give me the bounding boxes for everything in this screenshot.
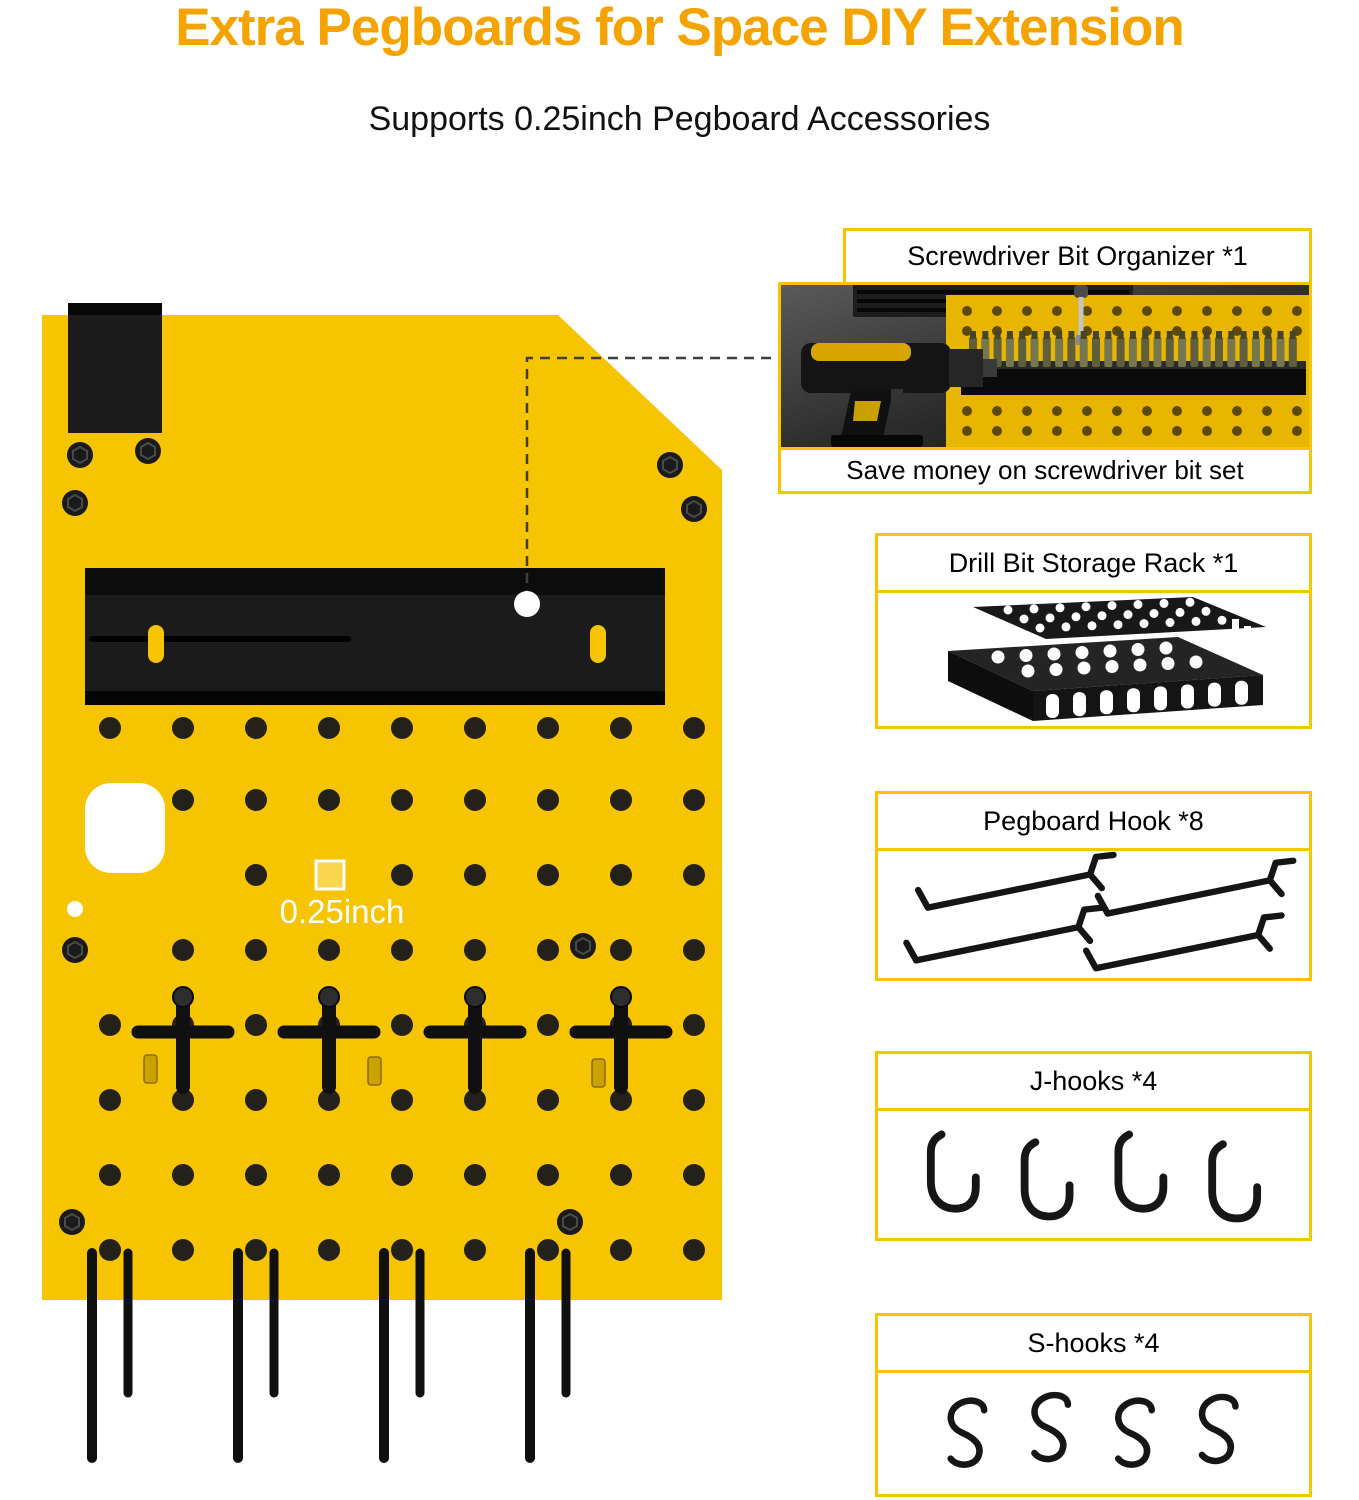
- panel-title: J-hooks *4: [878, 1054, 1309, 1111]
- panel-title: Screwdriver Bit Organizer *1: [907, 241, 1248, 271]
- drill-bit-rack-illustration: [948, 597, 1266, 721]
- panel-j-hooks: J-hooks *4: [875, 1051, 1312, 1241]
- screwdriver-bits: [969, 331, 1297, 367]
- panel-caption: Save money on screwdriver bit set: [846, 455, 1244, 485]
- j-hooks-illustration: [878, 1111, 1309, 1238]
- board-slots: [143, 1054, 606, 1088]
- page-subtitle: Supports 0.25inch Pegboard Accessories: [368, 100, 991, 138]
- screwdriver-organizer-illustration: [781, 285, 1309, 447]
- panel-title: Pegboard Hook *8: [878, 794, 1309, 851]
- panel-screwdriver-organizer-caption: Save money on screwdriver bit set: [778, 447, 1312, 494]
- s-hooks-illustration: [878, 1373, 1309, 1494]
- pegboard-hooks-illustration: [878, 851, 1309, 978]
- wall-mount-clip: [68, 303, 162, 433]
- panel-title: S-hooks *4: [878, 1316, 1309, 1373]
- panel-screwdriver-organizer-title: Screwdriver Bit Organizer *1: [843, 228, 1312, 285]
- power-drill: [801, 343, 997, 447]
- metal-shelf: [85, 568, 665, 705]
- small-white-hole: [67, 901, 83, 917]
- panel-title: Drill Bit Storage Rack *1: [878, 536, 1309, 593]
- panel-drill-bit-rack: Drill Bit Storage Rack *1: [875, 533, 1312, 729]
- panel-screwdriver-organizer-photo: [778, 282, 1312, 450]
- pegboard-illustration: [42, 303, 722, 1475]
- panel-pegboard-hooks: Pegboard Hook *8: [875, 791, 1312, 981]
- highlighted-hole-square: [314, 859, 346, 891]
- pegboard-holes: [99, 717, 705, 1261]
- bit-tray: [961, 369, 1306, 395]
- page-title: Extra Pegboards for Space DIY Extension: [175, 0, 1185, 57]
- hole-size-label: 0.25inch: [279, 893, 405, 930]
- handle-cutout: [85, 783, 165, 873]
- panel-s-hooks: S-hooks *4: [875, 1313, 1312, 1497]
